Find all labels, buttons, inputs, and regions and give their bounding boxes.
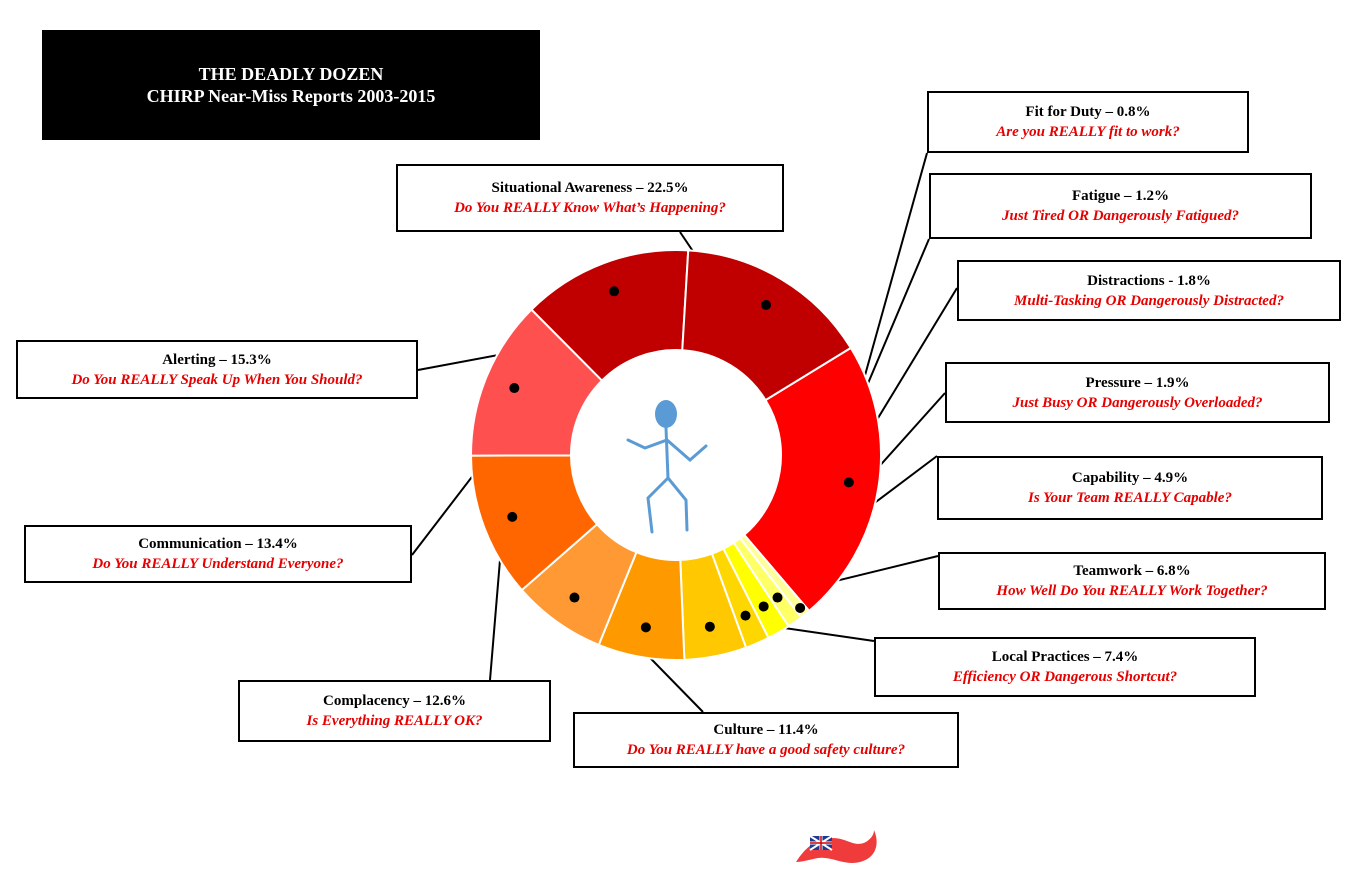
slice-question: Just Tired OR Dangerously Fatigued? bbox=[1002, 208, 1239, 224]
slice-situational-awareness bbox=[742, 346, 882, 613]
slice-label: Communication – 13.4% bbox=[138, 536, 298, 552]
label-teamwork: Teamwork – 6.8% How Well Do You REALLY Wo… bbox=[938, 552, 1326, 610]
leader-dot bbox=[640, 622, 651, 633]
label-alerting: Alerting – 15.3% Do You REALLY Speak Up W… bbox=[16, 340, 418, 399]
slice-label: Pressure – 1.9% bbox=[1085, 374, 1190, 391]
leader-dot bbox=[843, 477, 854, 488]
leader-dot bbox=[761, 299, 772, 310]
donut-slices bbox=[469, 249, 882, 661]
slice-label: Local Practices – 7.4% bbox=[991, 649, 1139, 665]
leader-dot bbox=[772, 592, 783, 603]
leader-dot bbox=[509, 383, 520, 394]
slice-label: Fatigue – 1.2% bbox=[1071, 188, 1170, 204]
label-local-practices: Local Practices – 7.4% Efficiency OR Dang… bbox=[874, 637, 1256, 697]
slice-label: Teamwork – 6.8% bbox=[1073, 563, 1191, 579]
stick-figure-icon bbox=[626, 400, 708, 534]
slice-label: Culture – 11.4% bbox=[713, 722, 819, 738]
slice-alerting bbox=[681, 249, 853, 402]
slice-label: Distractions - 1.8% bbox=[1087, 272, 1211, 289]
leader-dot bbox=[740, 610, 751, 621]
leader-dot bbox=[704, 621, 715, 632]
slice-question: Is Your Team REALLY Capable? bbox=[1028, 490, 1232, 506]
slice-question: Do You REALLY have a good safety culture… bbox=[626, 742, 906, 758]
leader-dot bbox=[609, 286, 620, 297]
slice-label: Alerting – 15.3% bbox=[162, 351, 272, 368]
leader-dot bbox=[758, 601, 769, 612]
slice-label: Complacency – 12.6% bbox=[323, 693, 466, 709]
label-fatigue: Fatigue – 1.2% Just Tired OR Dangerously … bbox=[929, 173, 1312, 239]
chart-title: THE DEADLY DOZEN bbox=[198, 64, 384, 84]
label-pressure: Pressure – 1.9% Just Busy OR Dangerously … bbox=[945, 362, 1330, 423]
leader-dot bbox=[507, 511, 518, 522]
title-box: THE DEADLY DOZEN CHIRP Near-Miss Reports… bbox=[42, 30, 540, 140]
slice-question: Do You REALLY Speak Up When You Should? bbox=[71, 371, 363, 388]
slice-question: Do You REALLY Understand Everyone? bbox=[92, 556, 344, 572]
chart-subtitle: CHIRP Near-Miss Reports 2003-2015 bbox=[146, 86, 436, 106]
red-ensign-logo-icon bbox=[796, 830, 877, 863]
slice-question: Is Everything REALLY OK? bbox=[306, 713, 483, 729]
slice-question: Are you REALLY fit to work? bbox=[996, 124, 1180, 140]
slice-question: How Well Do You REALLY Work Together? bbox=[996, 583, 1268, 599]
label-communication: Communication – 13.4% Do You REALLY Under… bbox=[24, 525, 412, 583]
slice-question: Multi-Tasking OR Dangerously Distracted? bbox=[1014, 292, 1284, 309]
leader-dot bbox=[795, 602, 806, 613]
label-distractions: Distractions - 1.8% Multi-Tasking OR Dang… bbox=[957, 260, 1341, 321]
leader-dots bbox=[507, 286, 854, 633]
label-fit-for-duty: Fit for Duty – 0.8% Are you REALLY fit to… bbox=[927, 91, 1249, 153]
slice-label: Situational Awareness – 22.5% bbox=[491, 180, 689, 196]
label-situational-awareness: Situational Awareness – 22.5% Do You REAL… bbox=[396, 164, 784, 232]
slice-question: Just Busy OR Dangerously Overloaded? bbox=[1012, 394, 1263, 411]
slice-question: Do You REALLY Know What’s Happening? bbox=[454, 200, 726, 216]
label-complacency: Complacency – 12.6% Is Everything REALLY … bbox=[238, 680, 551, 742]
label-culture: Culture – 11.4% Do You REALLY have a good… bbox=[573, 712, 959, 768]
slice-label: Capability – 4.9% bbox=[1071, 470, 1189, 486]
slice-label: Fit for Duty – 0.8% bbox=[1025, 104, 1151, 120]
label-capability: Capability – 4.9% Is Your Team REALLY Cap… bbox=[937, 456, 1323, 520]
leader-dot bbox=[569, 592, 580, 603]
slice-question: Efficiency OR Dangerous Shortcut? bbox=[952, 669, 1178, 685]
